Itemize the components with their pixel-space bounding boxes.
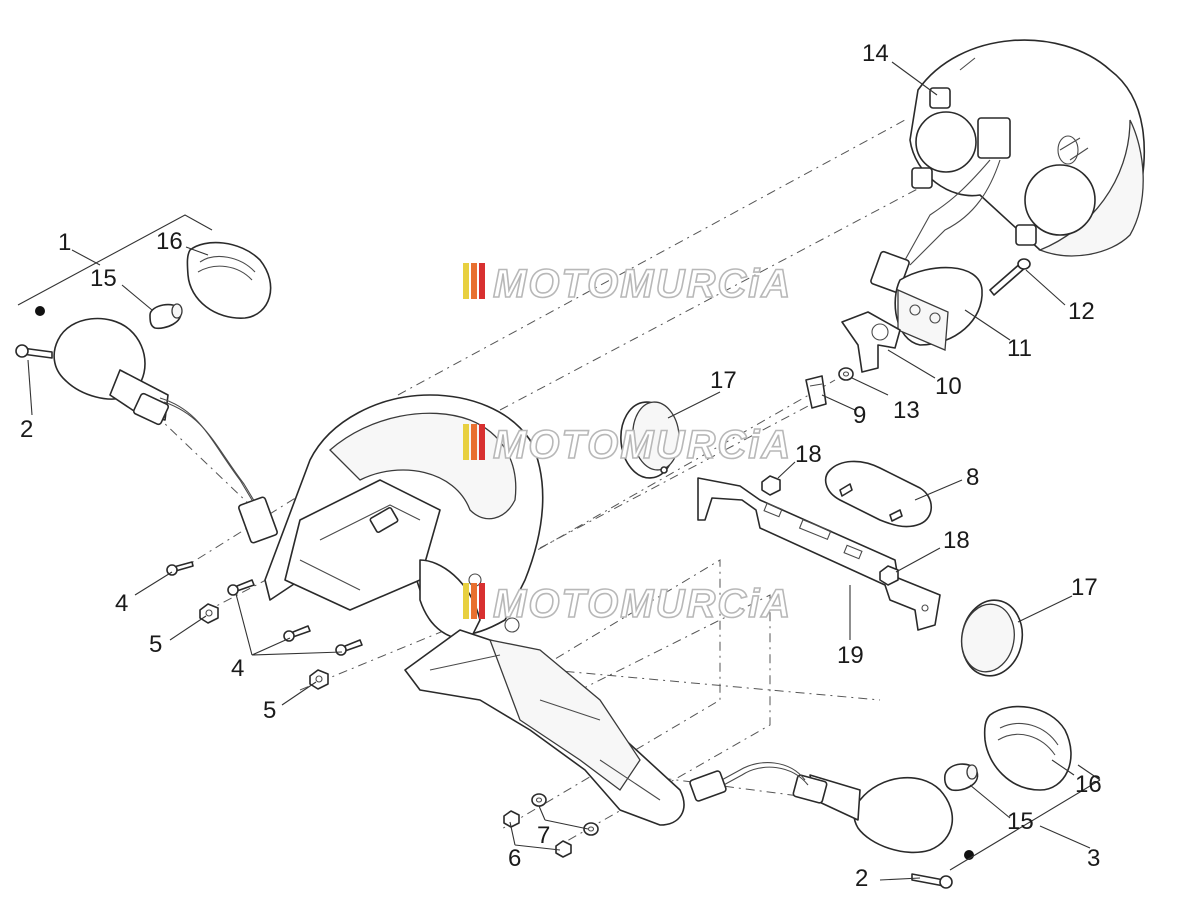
nut-5-a xyxy=(199,603,219,624)
callout-17-lower: 17 xyxy=(1071,574,1098,601)
callout-4-a: 4 xyxy=(115,590,128,617)
nut-6-b xyxy=(555,840,572,858)
washer-13 xyxy=(838,367,854,381)
watermark-2: MOTOMURCiA xyxy=(463,422,792,468)
watermark-1: MOTOMURCiA xyxy=(463,261,792,307)
washer-7-b xyxy=(583,822,599,836)
tail-light-housing xyxy=(870,39,1146,294)
screw-12 xyxy=(989,258,1031,296)
screw-4-b xyxy=(227,579,255,596)
callout-16-left: 16 xyxy=(156,228,183,255)
screw-2-right xyxy=(911,873,953,889)
washer-7-a xyxy=(531,793,547,807)
leader-lines xyxy=(17,61,1101,881)
callout-3: 3 xyxy=(1087,845,1100,872)
callout-5-b: 5 xyxy=(263,697,276,724)
callout-labels: 1 2 2 3 4 4 5 5 6 7 8 9 10 11 12 13 14 1… xyxy=(20,40,1102,892)
callout-10: 10 xyxy=(935,373,962,400)
indicator-lens-left xyxy=(186,241,272,319)
callout-8: 8 xyxy=(966,464,979,491)
screw-4-d xyxy=(335,639,363,656)
callout-2-right: 2 xyxy=(855,865,868,892)
nut-18-upper xyxy=(761,475,781,496)
callout-19: 19 xyxy=(837,642,864,669)
screw-2-left xyxy=(15,344,53,359)
nut-5-b xyxy=(309,669,329,690)
svg-text:MOTOMURCiA: MOTOMURCiA xyxy=(493,582,792,626)
indicator-lens-right xyxy=(983,705,1072,791)
watermark-3: MOTOMURCiA xyxy=(463,581,792,627)
license-plate-lamp xyxy=(894,266,983,351)
reflector-8 xyxy=(824,460,933,528)
callout-16-right: 16 xyxy=(1075,771,1102,798)
turn-indicator-left xyxy=(53,317,278,544)
callout-15-right: 15 xyxy=(1007,808,1034,835)
rubber-plug-lower xyxy=(960,599,1024,677)
callout-4-b: 4 xyxy=(231,655,244,682)
callout-18-upper: 18 xyxy=(795,441,822,468)
callout-6: 6 xyxy=(508,845,521,872)
callout-2-left: 2 xyxy=(20,416,33,443)
screw-4-c xyxy=(283,625,311,642)
nut-18-lower xyxy=(879,565,899,586)
indicator-bulb-right xyxy=(943,763,979,792)
indicator-bulb-left xyxy=(149,303,183,330)
screw-4-a xyxy=(166,561,194,576)
plate-holder-bracket xyxy=(697,477,941,631)
callout-9: 9 xyxy=(853,402,866,429)
callout-5-a: 5 xyxy=(149,631,162,658)
callout-15-left: 15 xyxy=(90,265,117,292)
rubber-plug-upper xyxy=(620,401,680,479)
callout-11: 11 xyxy=(1007,335,1032,362)
clip-nut-9 xyxy=(805,375,827,409)
callout-7: 7 xyxy=(537,822,550,849)
callout-13: 13 xyxy=(893,397,920,424)
callout-17-upper: 17 xyxy=(710,367,737,394)
lamp-bracket-plate xyxy=(841,311,901,373)
kit-marker-dot-left xyxy=(35,306,45,316)
callout-14: 14 xyxy=(862,40,889,67)
callout-1: 1 xyxy=(58,229,71,256)
svg-text:MOTOMURCiA: MOTOMURCiA xyxy=(493,262,792,306)
nut-6-a xyxy=(503,810,520,828)
turn-indicator-right xyxy=(689,762,954,854)
svg-text:MOTOMURCiA: MOTOMURCiA xyxy=(493,423,792,467)
callout-12: 12 xyxy=(1068,298,1095,325)
callout-18-lower: 18 xyxy=(943,527,970,554)
